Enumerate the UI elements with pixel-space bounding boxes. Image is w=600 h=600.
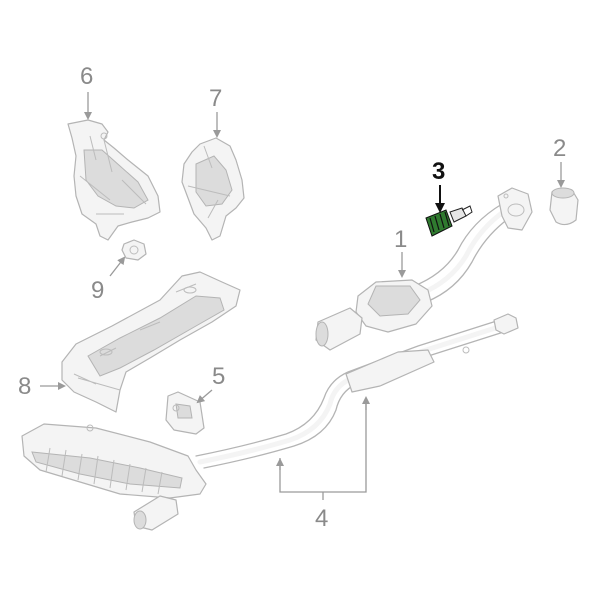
callout-1: 1	[394, 226, 407, 253]
callout-labels: 6 7 9 8 5 1 2 3 4	[18, 63, 566, 532]
leader-9	[109, 256, 126, 277]
callout-2: 2	[553, 135, 566, 162]
heat-shield-part-7[interactable]	[181, 137, 245, 241]
leader-4-bracket	[279, 398, 367, 493]
heat-shield-part-6[interactable]	[67, 119, 161, 241]
callout-9: 9	[91, 277, 104, 304]
hanger-insulator-part-5[interactable]	[165, 391, 205, 435]
nut-part-9[interactable]	[121, 239, 147, 261]
heat-shield-part-8[interactable]	[61, 271, 241, 413]
callout-6: 6	[80, 63, 93, 90]
exhaust-pipe-part-4[interactable]	[21, 313, 519, 531]
callout-3: 3	[432, 158, 445, 185]
leader-lines	[40, 92, 565, 500]
callout-8: 8	[18, 373, 31, 400]
leader-5	[196, 389, 213, 404]
callout-4: 4	[315, 505, 328, 532]
gasket-part-2[interactable]	[549, 187, 579, 226]
oxygen-sensor-part-3[interactable]	[425, 205, 473, 237]
catalytic-converter-part-1[interactable]	[315, 187, 533, 351]
callout-5: 5	[212, 363, 225, 390]
callout-7: 7	[209, 85, 222, 112]
